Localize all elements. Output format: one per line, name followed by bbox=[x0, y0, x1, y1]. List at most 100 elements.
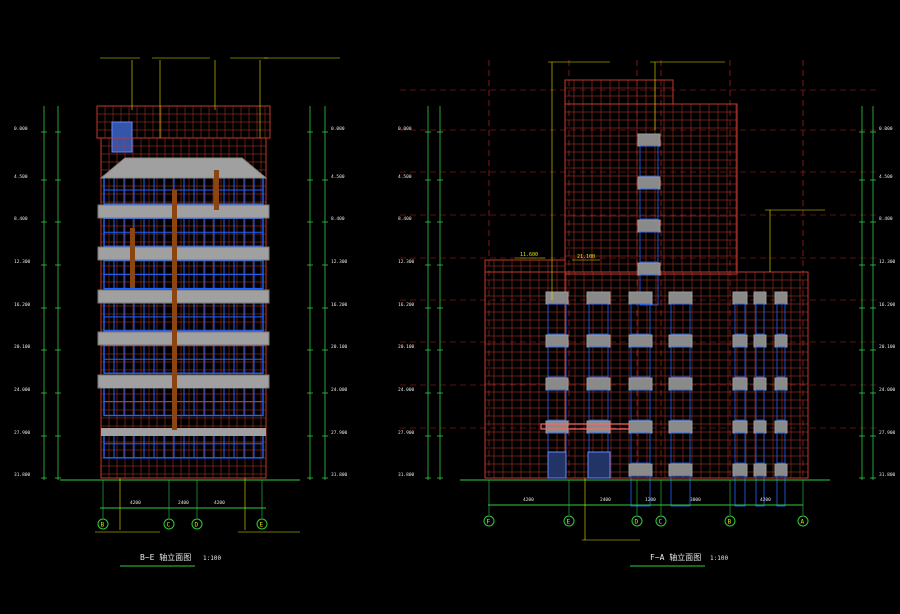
left-elevation-scale: 1:100 bbox=[203, 555, 221, 562]
level-label: 24.000 bbox=[879, 387, 896, 393]
bottom-dim-text: 4200 bbox=[523, 497, 534, 503]
window-panel bbox=[753, 377, 767, 391]
window-panel bbox=[586, 291, 611, 305]
window-panel bbox=[774, 377, 788, 391]
level-label: 27.900 bbox=[331, 430, 348, 436]
window-panel bbox=[628, 420, 653, 434]
glass-panel bbox=[639, 231, 659, 263]
glass-panel bbox=[670, 432, 691, 464]
level-label: 12.300 bbox=[879, 259, 896, 265]
level-label: 31.800 bbox=[14, 472, 31, 478]
tower-top-grid bbox=[564, 79, 674, 105]
brown-columns bbox=[130, 170, 219, 430]
axis-bubble bbox=[191, 518, 203, 530]
axis-letter: B bbox=[101, 522, 105, 529]
right-elevation-scale: 1:100 bbox=[710, 555, 728, 562]
level-label: 4.500 bbox=[879, 174, 893, 180]
glass-mullions bbox=[103, 387, 263, 416]
level-label: 0.000 bbox=[398, 126, 412, 132]
left-dimension-chains: 31.80027.90024.00020.10016.20012.3008.40… bbox=[14, 106, 348, 480]
glass-panel bbox=[547, 346, 567, 378]
window-panel bbox=[732, 463, 748, 477]
window-panel bbox=[545, 377, 569, 391]
glass-panel bbox=[630, 475, 651, 507]
podium-grid bbox=[484, 259, 808, 478]
window-panel bbox=[732, 377, 748, 391]
window-panel bbox=[774, 420, 788, 434]
podium-top-grid bbox=[484, 259, 565, 273]
glass-panel bbox=[670, 303, 691, 335]
bottom-dim-text: 4200 bbox=[130, 500, 141, 506]
axis-letter: D bbox=[195, 522, 199, 529]
window-panel bbox=[586, 377, 611, 391]
axis-letter: C bbox=[659, 519, 663, 526]
glass-panel bbox=[755, 432, 765, 464]
window-panel bbox=[668, 377, 693, 391]
axis-bubble bbox=[655, 515, 667, 527]
glass-panel bbox=[630, 303, 651, 335]
level-label: 0.000 bbox=[14, 126, 28, 132]
glass-mullions bbox=[103, 345, 263, 374]
level-label: 24.000 bbox=[331, 387, 348, 393]
glass-mullions bbox=[103, 429, 263, 458]
axis-letter: F bbox=[487, 519, 491, 526]
glass-mullions bbox=[103, 260, 263, 289]
window-panel bbox=[637, 133, 661, 147]
level-label: 4.500 bbox=[14, 174, 28, 180]
axis-bubble bbox=[797, 515, 809, 527]
level-label: 4.500 bbox=[331, 174, 345, 180]
axis-bubble bbox=[97, 518, 109, 530]
glass-panel bbox=[670, 389, 691, 421]
bottom-dim-text: 3000 bbox=[690, 497, 701, 503]
glass-panel bbox=[670, 475, 691, 507]
column bbox=[130, 228, 135, 288]
glass-panel bbox=[639, 188, 659, 220]
level-label: 8.400 bbox=[14, 216, 28, 222]
window-panel bbox=[545, 420, 569, 434]
glass-panel bbox=[755, 389, 765, 421]
window-panel bbox=[668, 420, 693, 434]
level-label: 24.000 bbox=[398, 387, 415, 393]
axis-bubble bbox=[563, 515, 575, 527]
glass-panel bbox=[588, 346, 609, 378]
level-label: 20.100 bbox=[14, 344, 31, 350]
window-panel bbox=[545, 291, 569, 305]
level-label: 4.500 bbox=[398, 174, 412, 180]
glass-panel bbox=[734, 475, 746, 507]
glass-panel bbox=[755, 303, 765, 335]
glass-mullions bbox=[103, 302, 263, 331]
window-panel bbox=[586, 420, 611, 434]
level-label: 0.000 bbox=[879, 126, 893, 132]
window-panel bbox=[753, 291, 767, 305]
level-label: 20.100 bbox=[879, 344, 896, 350]
window-panel bbox=[774, 463, 788, 477]
axis-letter: E bbox=[260, 522, 264, 529]
window-panel bbox=[586, 334, 611, 348]
window-panel bbox=[732, 291, 748, 305]
window-panel bbox=[628, 334, 653, 348]
level-label: 12.300 bbox=[14, 259, 31, 265]
floor-slab bbox=[97, 289, 270, 304]
glass-panel bbox=[734, 389, 746, 421]
glass-panel bbox=[776, 303, 786, 335]
glass-panel bbox=[734, 303, 746, 335]
glass-panel bbox=[670, 346, 691, 378]
window-panel bbox=[628, 377, 653, 391]
glass-panel bbox=[630, 346, 651, 378]
floor-slab bbox=[97, 331, 270, 346]
level-label: 24.000 bbox=[14, 387, 31, 393]
window-panel bbox=[668, 291, 693, 305]
axis-bubble bbox=[163, 518, 175, 530]
left-elevation: 31.80027.90024.00020.10016.20012.3008.40… bbox=[14, 57, 348, 567]
window-panel bbox=[732, 420, 748, 434]
axis-letter: E bbox=[567, 519, 571, 526]
level-label: 12.300 bbox=[398, 259, 415, 265]
level-label: 16.200 bbox=[879, 302, 896, 308]
glass-mullions bbox=[103, 176, 263, 204]
glass-panel bbox=[755, 475, 765, 507]
window-panel bbox=[732, 334, 748, 348]
